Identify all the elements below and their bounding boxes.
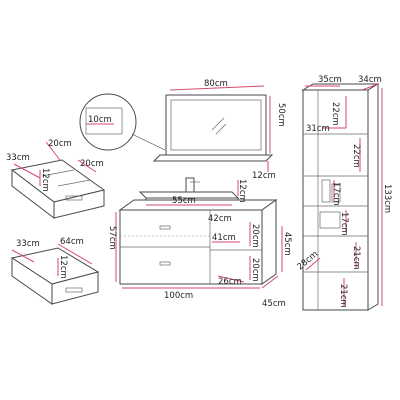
vanity-depth-dimline (261, 275, 279, 289)
shelf-5-label: 21cm (351, 246, 361, 270)
tall-cabinet-object-1 (321, 179, 331, 203)
detail-magnifier: 10cm (79, 93, 166, 151)
mirror-width-label: 80cm (204, 79, 228, 89)
small-drawer-compartment-b-label: 20cm (80, 159, 104, 169)
vanity-depth-label: 45cm (262, 299, 286, 309)
small-drawer-compartment-b-dimline (77, 159, 97, 173)
small-drawer-handle (65, 195, 83, 201)
vanity: 55cm 12cm 42cm 57cm 100cm 45cm 41cm 20cm… (107, 177, 292, 309)
mirror-glass (170, 99, 262, 151)
vanity-side-depth-label: 42cm (208, 214, 232, 224)
basin-width-label: 55cm (172, 196, 196, 206)
vanity-height-label: 57cm (107, 226, 117, 250)
shelf-1-label: 22cm (330, 102, 340, 126)
small-drawer-compartment-a-dimline (45, 141, 61, 161)
upper-niche-height-label: 20cm (250, 224, 260, 248)
vanity-handle-bottom (159, 261, 171, 266)
tall-cabinet-door-depth-dimline (305, 257, 321, 271)
mirror-height-label: 50cm (276, 103, 286, 127)
basin-height-label: 12cm (237, 179, 247, 203)
tall-cabinet-front (302, 89, 369, 311)
large-drawer-height-label: 12cm (58, 255, 68, 279)
small-drawer-compartment-a-label: 20cm (48, 139, 72, 149)
mirror-shelf-depth-label: 12cm (252, 171, 276, 181)
small-drawer-divider (41, 169, 75, 177)
shelf-2-label: 22cm (351, 144, 361, 168)
large-drawer-handle (65, 287, 83, 293)
tall-cabinet-inner-depth-label: 31cm (306, 124, 330, 134)
mirror-shelf (152, 154, 274, 162)
tall-cabinet-object-2 (331, 183, 341, 203)
niche-width-label: 41cm (212, 233, 236, 243)
large-drawer-depth-dimline (11, 249, 35, 263)
tall-cabinet-width-label: 35cm (318, 75, 342, 85)
large-drawer: 33cm 64cm 12cm (10, 237, 100, 305)
mirror-glare-2 (215, 123, 227, 135)
faucet (185, 177, 195, 193)
small-drawer-divider-2 (57, 179, 91, 187)
mirror-glare (211, 117, 225, 131)
small-drawer-front-height-label: 12cm (40, 168, 50, 192)
large-drawer-depth-label: 33cm (16, 239, 40, 249)
small-drawer: 33cm 20cm 20cm 12cm (6, 139, 106, 220)
tall-cabinet-side (367, 83, 379, 311)
tall-cabinet-depth-label: 34cm (358, 75, 382, 85)
vanity-cabinet-height-label: 45cm (282, 232, 292, 256)
magnifier-thickness-label: 10cm (88, 115, 112, 125)
vanity-handle-top (159, 225, 171, 230)
tall-cabinet-object-3 (319, 211, 341, 229)
mirror-width-dimline (169, 85, 265, 91)
shelf-6-label: 21cm (338, 284, 348, 308)
tall-cabinet: 35cm 34cm 133cm 31cm 22cm 22cm 17cm 17cm… (296, 75, 392, 311)
vanity-side (261, 199, 277, 285)
small-drawer-depth-dimline (13, 163, 41, 179)
small-drawer-front (53, 189, 105, 219)
mirror: 80cm 50cm 12cm (152, 79, 286, 181)
shelf-3-label: 17cm (331, 182, 341, 206)
shelf-4-label: 17cm (339, 212, 349, 236)
tall-cabinet-height-label: 133cm (382, 184, 392, 213)
vanity-width-label: 100cm (164, 291, 193, 301)
tall-cabinet-depth-dimline (361, 83, 379, 91)
lower-niche-height-label: 20cm (250, 258, 260, 282)
small-drawer-depth-label: 33cm (6, 153, 30, 163)
magnifier-pointer (131, 133, 166, 151)
mirror-frame (165, 94, 267, 156)
large-drawer-width-dimline (57, 243, 93, 265)
lower-niche-depth-dimline (217, 275, 245, 283)
lower-niche-depth-label: 26cm (218, 277, 242, 287)
magnifier-frame-corner (85, 107, 123, 135)
large-drawer-width-label: 64cm (60, 237, 84, 247)
